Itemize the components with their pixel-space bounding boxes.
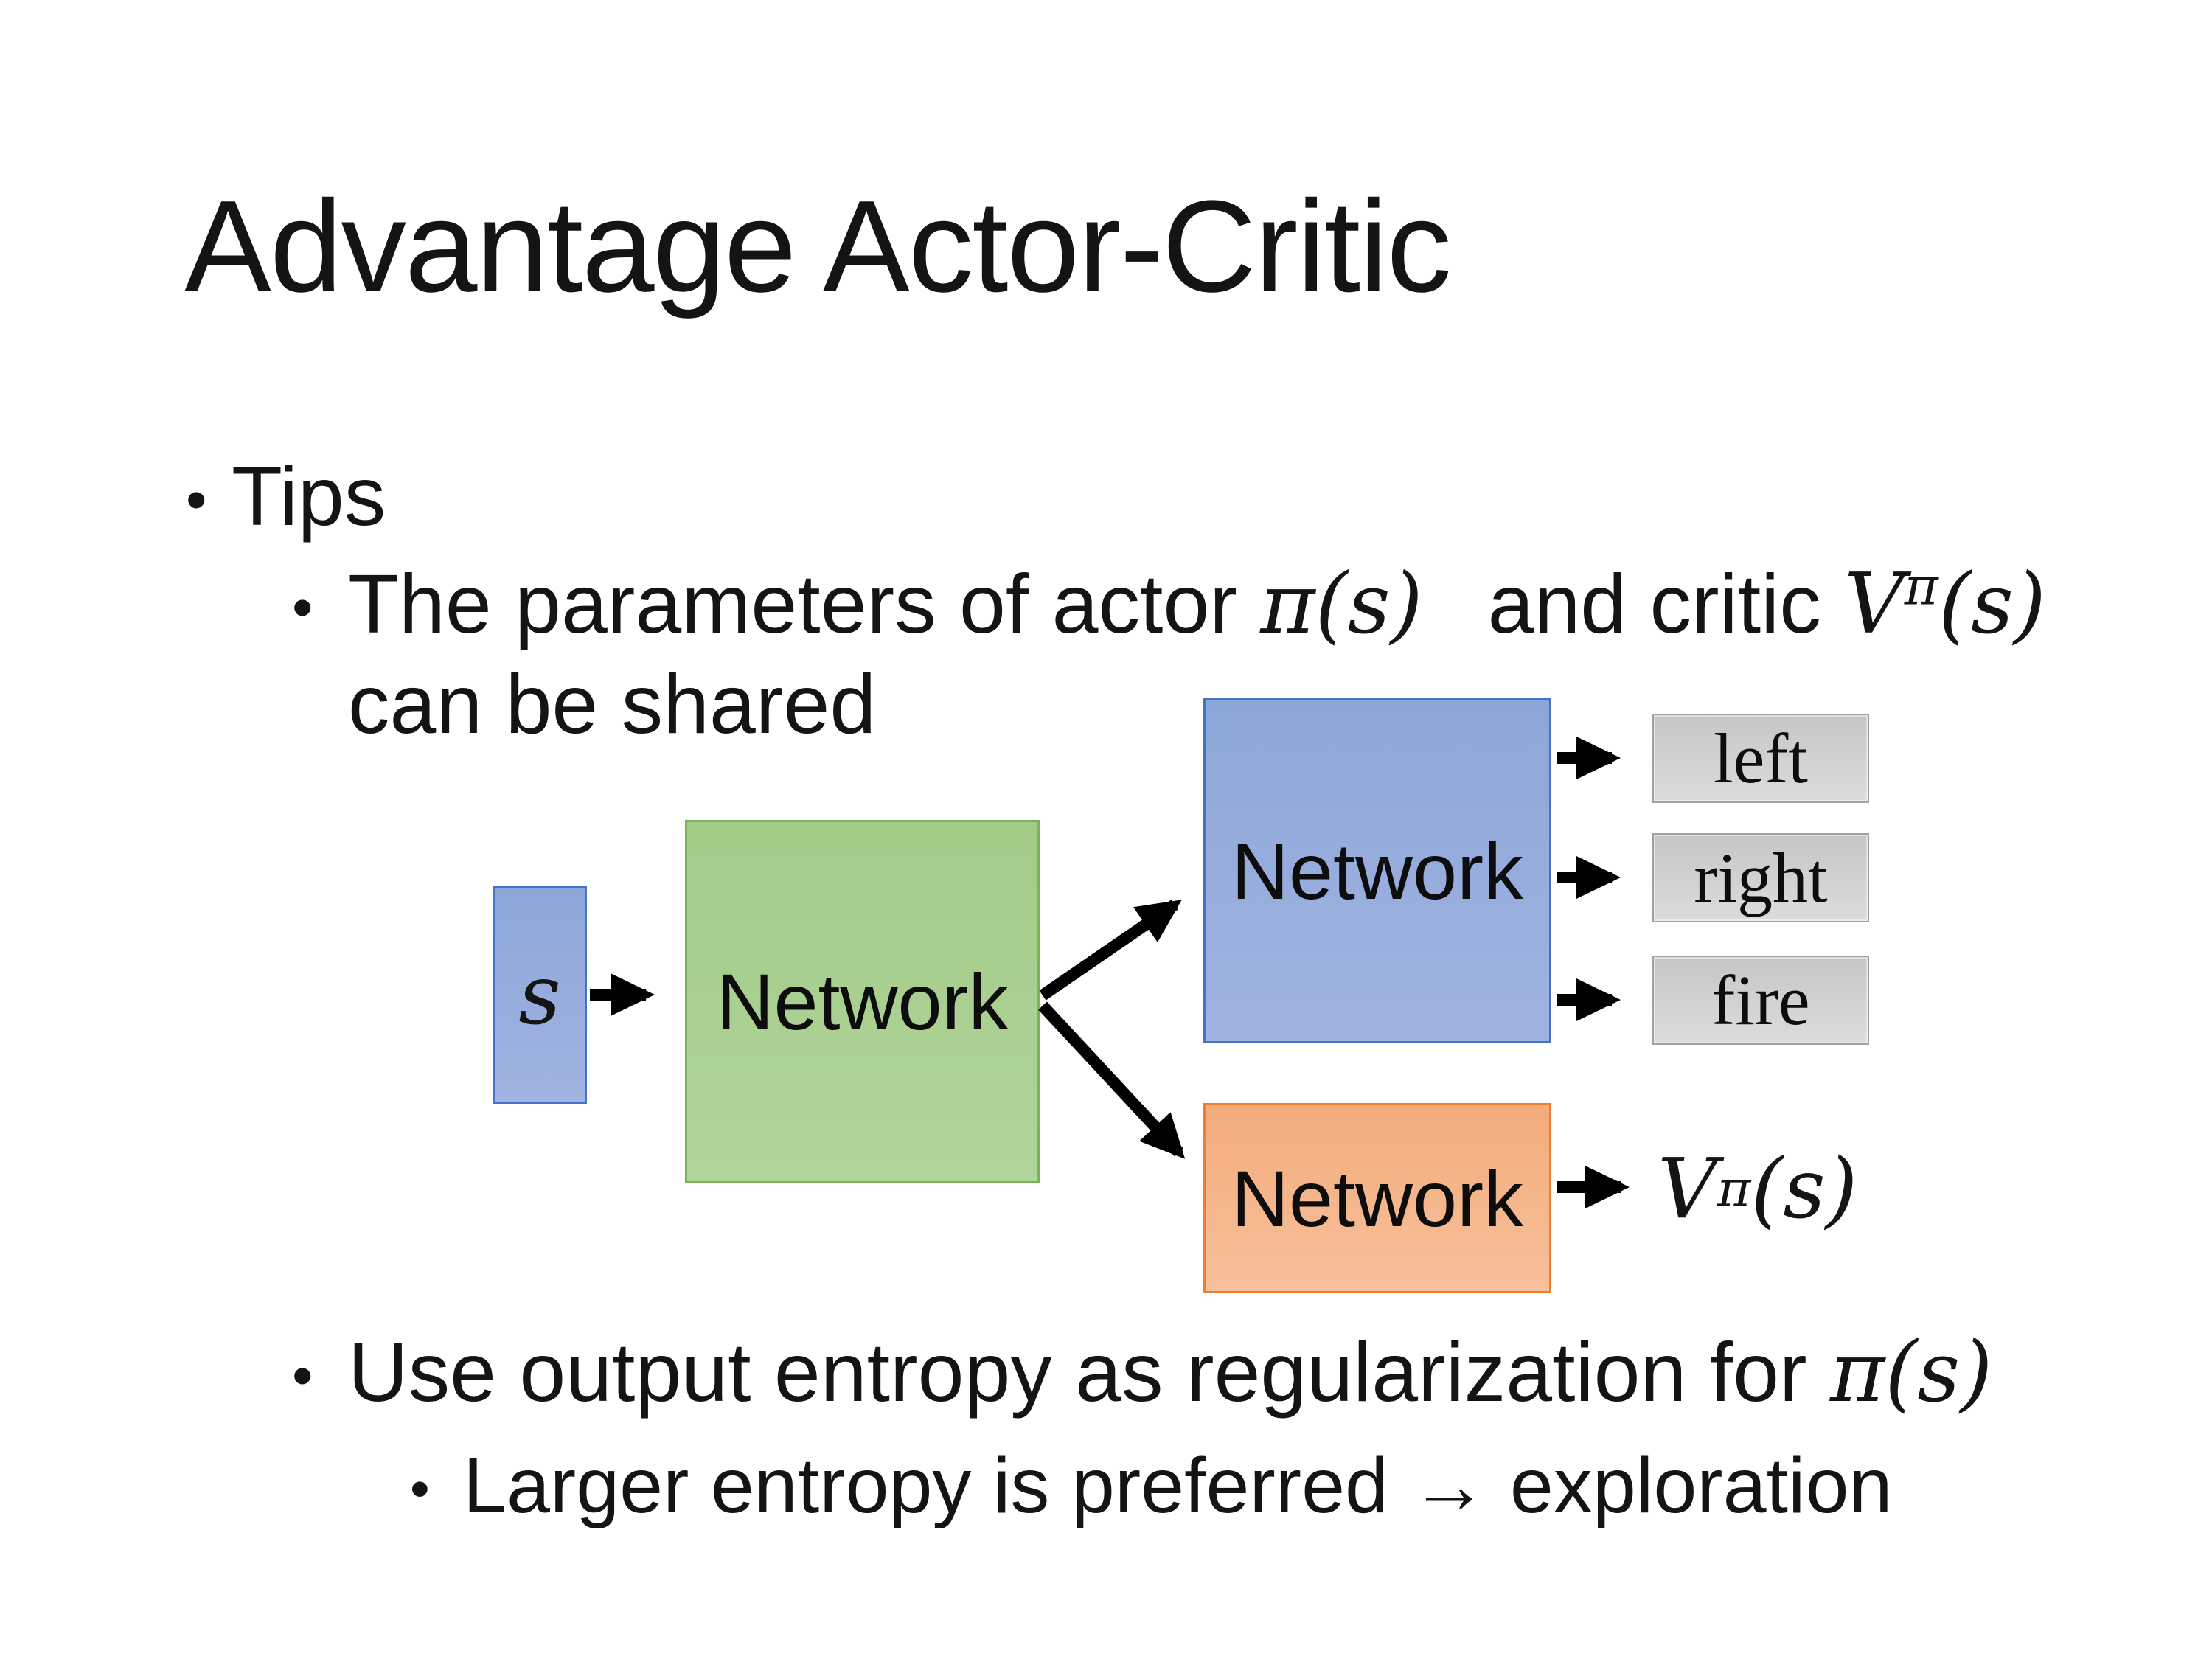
shared-network-label: Network bbox=[716, 957, 1009, 1046]
actor-network-box: Network bbox=[1203, 698, 1551, 1043]
bullet-entropy-regularization: • Use output entropy as regularization f… bbox=[292, 1324, 2135, 1421]
critic-value-math: Vπ(s) bbox=[1844, 555, 2046, 653]
bullet-tips-label: Tips bbox=[232, 450, 386, 543]
action-right-box: right bbox=[1652, 833, 1869, 922]
text-run: The parameters of actor bbox=[348, 557, 1261, 650]
value-args: (s) bbox=[1938, 555, 2046, 653]
value-symbol: V bbox=[1658, 1141, 1717, 1237]
bullet-icon: • bbox=[186, 466, 207, 534]
action-left-label: left bbox=[1714, 718, 1808, 798]
arrow-shared-to-actor bbox=[1039, 900, 1182, 1001]
bullet-shared-parameters-line1: The parameters of actor π(s) and critic … bbox=[348, 554, 2076, 655]
bullet-shared-parameters: • The parameters of actor π(s) and criti… bbox=[292, 554, 2076, 754]
arrow-shared-to-critic bbox=[1038, 1001, 1186, 1159]
policy-math: π(s) bbox=[1830, 1324, 1993, 1421]
critic-network-box: Network bbox=[1203, 1103, 1551, 1293]
actor-network-label: Network bbox=[1231, 826, 1524, 916]
bullet-tips: • Tips bbox=[186, 448, 386, 544]
actor-policy-math: π(s) bbox=[1260, 555, 1423, 653]
action-left-box: left bbox=[1652, 714, 1869, 803]
critic-network-label: Network bbox=[1231, 1153, 1524, 1243]
page-title: Advantage Actor-Critic bbox=[184, 173, 1452, 319]
bullet-icon: • bbox=[410, 1457, 430, 1520]
action-fire-label: fire bbox=[1711, 960, 1810, 1040]
policy-superscript: π bbox=[1904, 556, 1938, 617]
bullet-entropy-label: Use output entropy as regularization for… bbox=[348, 1324, 2135, 1421]
value-args: (s) bbox=[1750, 1141, 1858, 1237]
shared-network-box: Network bbox=[685, 820, 1040, 1183]
state-label: s bbox=[518, 947, 561, 1043]
state-input-box: s bbox=[493, 886, 587, 1104]
bullet-shared-parameters-line2: can be shared bbox=[348, 657, 877, 751]
bullet-icon: • bbox=[292, 1342, 313, 1410]
action-right-label: right bbox=[1694, 838, 1828, 917]
action-fire-box: fire bbox=[1652, 956, 1869, 1045]
text-run: and critic bbox=[1422, 557, 1845, 650]
text-run: Use output entropy as regularization for bbox=[348, 1326, 1830, 1419]
bullet-exploration: • Larger entropy is preferred → explorat… bbox=[410, 1441, 2106, 1531]
value-symbol: V bbox=[1844, 555, 1905, 653]
bullet-icon: • bbox=[292, 574, 313, 641]
bullet-exploration-label: Larger entropy is preferred → exploratio… bbox=[463, 1442, 1893, 1529]
